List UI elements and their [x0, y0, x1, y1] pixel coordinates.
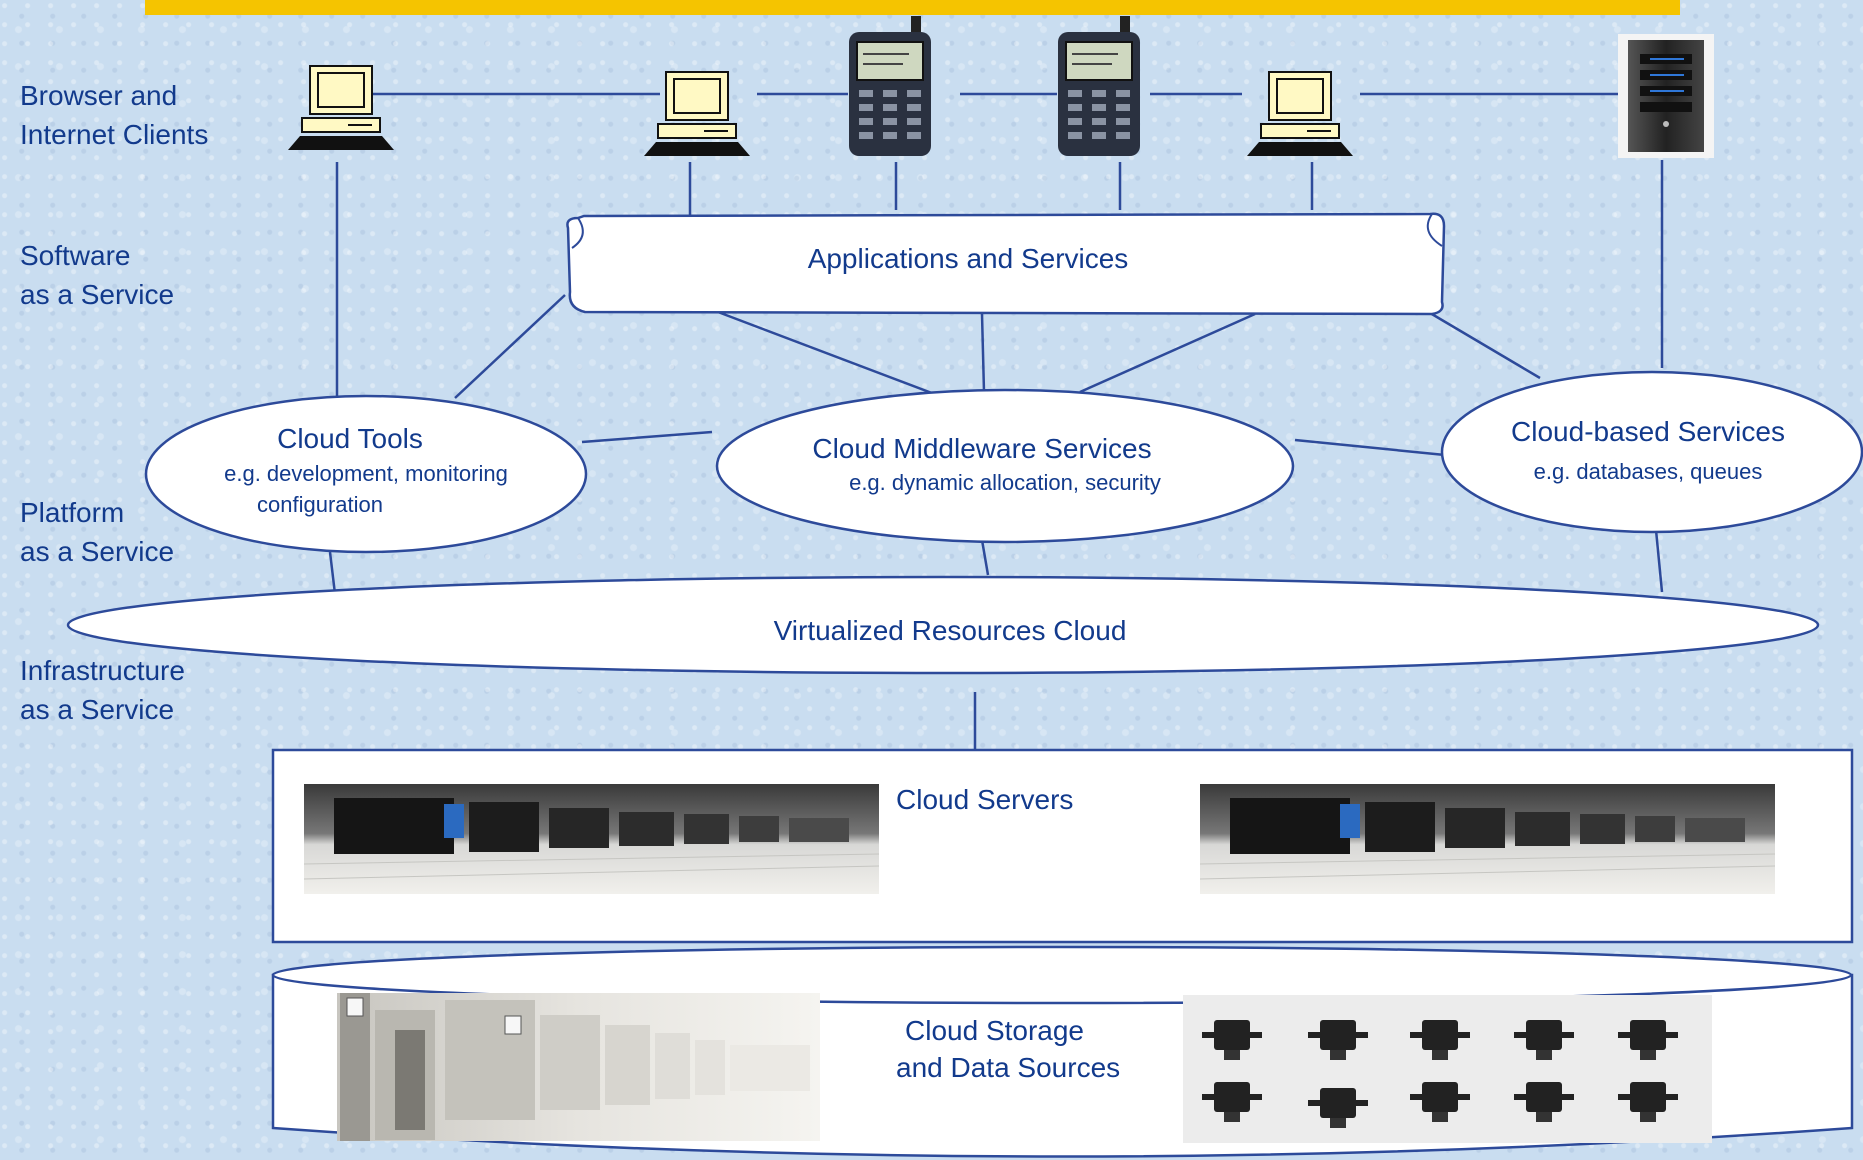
cloud-tools-desc-2: configuration: [257, 492, 383, 517]
cloud-middleware-node: Cloud Middleware Services e.g. dynamic a…: [715, 388, 1295, 544]
virtualized-label: Virtualized Resources Cloud: [774, 615, 1127, 646]
cloud-based-title: Cloud-based Services: [1511, 416, 1785, 447]
disk-drives-image: [1183, 995, 1712, 1143]
desktop-computer-icon: [287, 65, 395, 151]
mobile-phone-icon: [848, 15, 932, 157]
storage-label-2: and Data Sources: [896, 1052, 1120, 1083]
storage-label-1: Cloud Storage: [905, 1015, 1084, 1046]
cloud-servers-label: Cloud Servers: [896, 784, 1073, 815]
server-room-image: [1199, 783, 1776, 895]
cloud-tools-title: Cloud Tools: [277, 423, 423, 454]
cloud-tools-desc-1: e.g. development, monitoring: [224, 461, 508, 486]
cloud-servers-box: Cloud Servers: [271, 748, 1854, 944]
desktop-computer-icon: [1246, 71, 1354, 157]
connector-lines: [328, 92, 1664, 750]
desktop-computer-icon: [643, 71, 751, 157]
applications-label: Applications and Services: [808, 243, 1129, 274]
top-accent-bar: [145, 0, 1680, 15]
middleware-title: Cloud Middleware Services: [812, 433, 1151, 464]
server-tower-icon: [1618, 34, 1714, 158]
mobile-phone-icon: [1057, 15, 1141, 157]
cloud-based-services-node: Cloud-based Services e.g. databases, que…: [1440, 370, 1863, 534]
cloud-tools-node: Cloud Tools e.g. development, monitoring…: [144, 394, 588, 554]
storage-room-image: [337, 993, 820, 1141]
cloud-based-desc: e.g. databases, queues: [1534, 459, 1763, 484]
middleware-desc: e.g. dynamic allocation, security: [849, 470, 1161, 495]
virtualized-resources-cloud: Virtualized Resources Cloud: [66, 575, 1820, 675]
applications-and-services-box: Applications and Services: [566, 212, 1446, 316]
server-room-image: [303, 783, 880, 895]
cloud-storage-cylinder: Cloud Storage and Data Sources: [271, 945, 1854, 1158]
